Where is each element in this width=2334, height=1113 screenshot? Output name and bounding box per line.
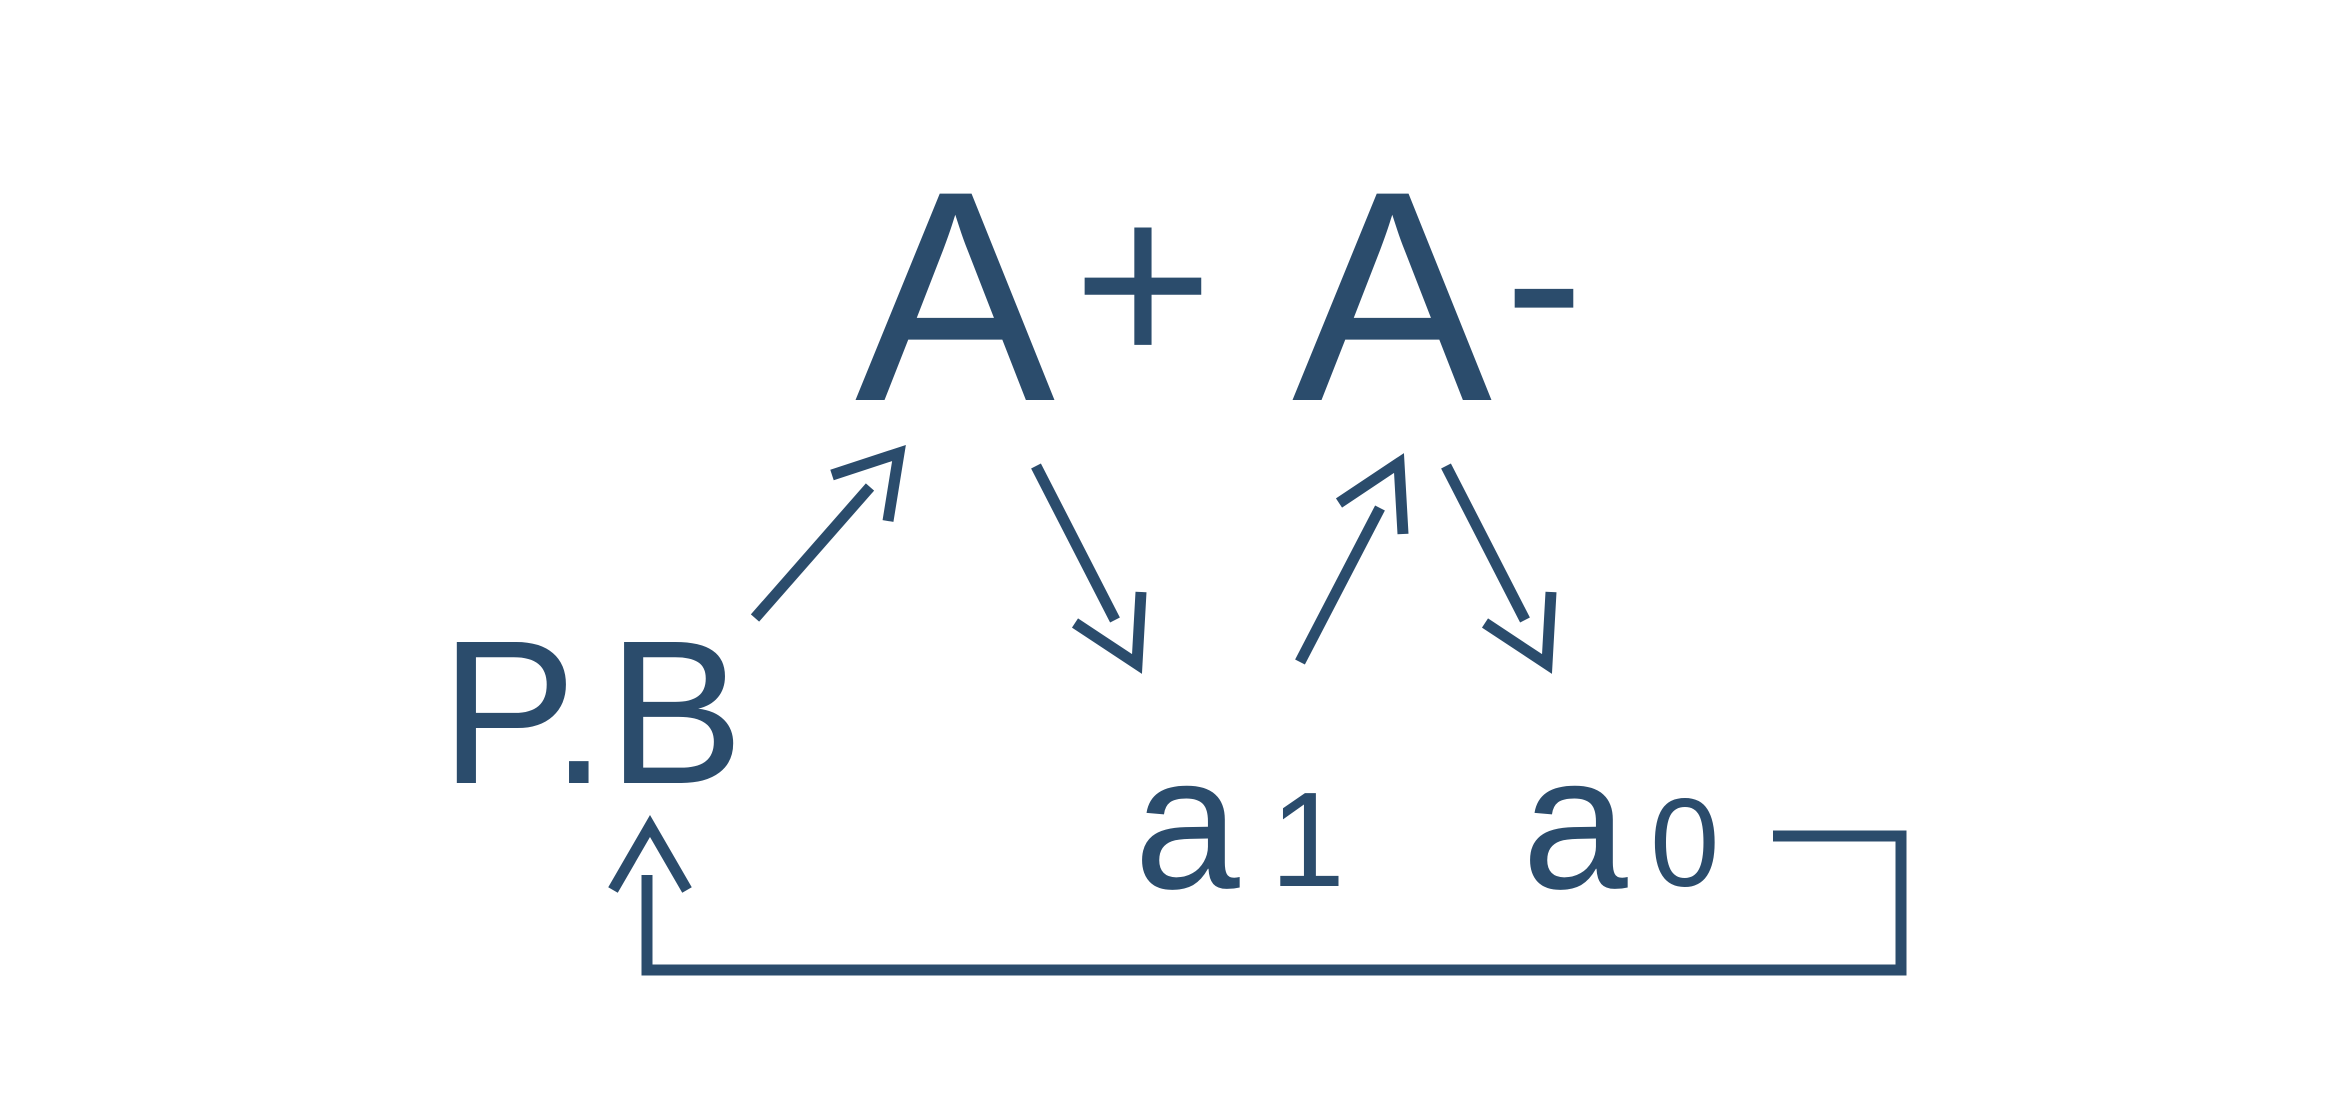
a1-index: 1 xyxy=(1270,764,1345,915)
a-minus-symbol: A xyxy=(1292,128,1494,464)
a0-base: a xyxy=(1522,717,1628,929)
a0-index: 0 xyxy=(1650,774,1720,913)
arrow-a-plus-to-a1 xyxy=(1031,463,1147,674)
a-plus-charge: + xyxy=(1073,149,1213,417)
node-a1: a 1 xyxy=(1134,717,1345,929)
node-a-minus: A - xyxy=(1292,128,1584,464)
arrow-a1-to-a-minus xyxy=(1295,453,1409,665)
node-pb: P.B xyxy=(440,598,744,827)
node-a0: a 0 xyxy=(1522,717,1720,929)
a1-base: a xyxy=(1134,717,1240,929)
node-a-plus: A + xyxy=(855,128,1213,464)
a-minus-charge: - xyxy=(1504,145,1584,413)
arrow-a0-to-pb-loop xyxy=(608,815,1907,976)
arrow-a-minus-to-a0 xyxy=(1441,463,1557,674)
a-plus-symbol: A xyxy=(855,128,1057,464)
arrow-pb-to-a-plus xyxy=(750,444,906,622)
